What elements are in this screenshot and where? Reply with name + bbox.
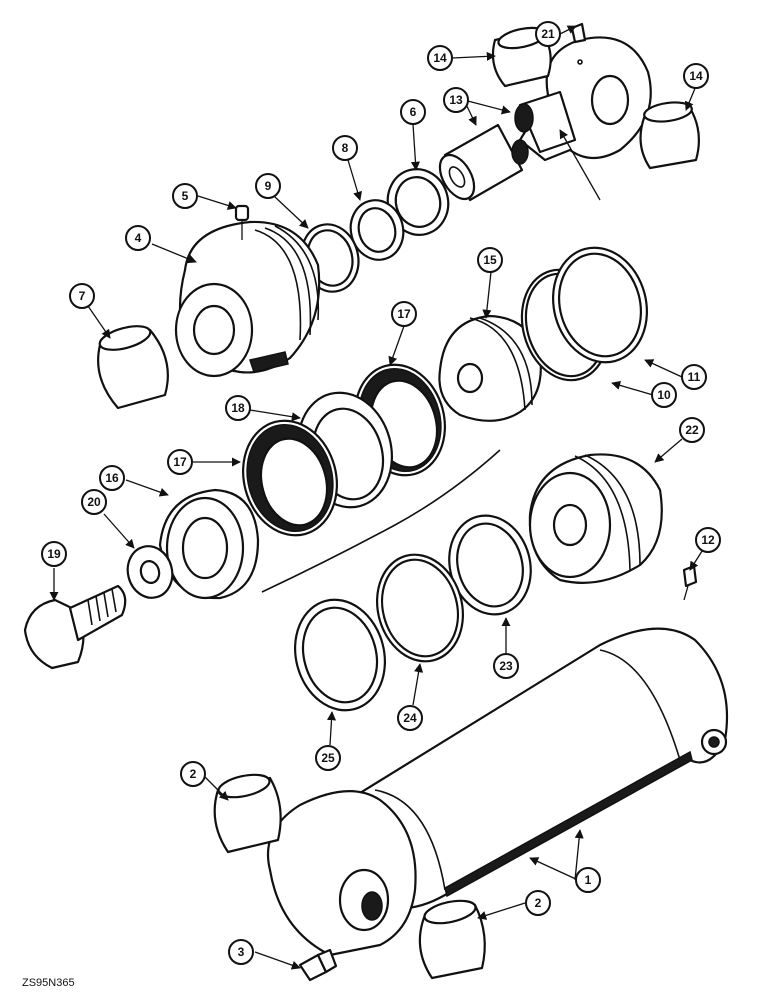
svg-text:2: 2 xyxy=(190,767,197,781)
callout-20: 20 xyxy=(81,489,107,515)
callout-16: 16 xyxy=(99,465,125,491)
svg-text:5: 5 xyxy=(182,189,189,203)
group-bracket xyxy=(261,449,501,593)
callout-13: 13 xyxy=(443,87,469,113)
callout-1: 1 xyxy=(575,867,601,893)
callout-25: 25 xyxy=(315,745,341,771)
svg-text:14: 14 xyxy=(689,69,703,83)
callout-4: 4 xyxy=(125,225,151,251)
svg-text:17: 17 xyxy=(397,307,411,321)
piston-16 xyxy=(158,488,260,600)
washer-20 xyxy=(126,545,174,599)
svg-text:2: 2 xyxy=(535,896,542,910)
svg-text:12: 12 xyxy=(701,533,715,547)
seal-17-lower xyxy=(242,419,338,537)
svg-text:9: 9 xyxy=(265,179,272,193)
grease-fitting-12 xyxy=(682,564,698,601)
bushing-14-right xyxy=(639,101,701,170)
svg-text:17: 17 xyxy=(173,455,187,469)
svg-text:6: 6 xyxy=(410,105,417,119)
callout-23: 23 xyxy=(493,653,519,679)
callout-7: 7 xyxy=(69,283,95,309)
svg-text:16: 16 xyxy=(105,471,119,485)
callout-9: 9 xyxy=(255,173,281,199)
callout-6: 6 xyxy=(400,99,426,125)
svg-text:22: 22 xyxy=(685,423,699,437)
callout-21: 21 xyxy=(535,21,561,47)
callout-19: 19 xyxy=(41,541,67,567)
callout-24: 24 xyxy=(397,705,423,731)
leader-lines xyxy=(49,25,705,970)
svg-text:21: 21 xyxy=(541,27,555,41)
seal-6 xyxy=(386,168,450,236)
svg-text:20: 20 xyxy=(87,495,101,509)
callout-3: 3 xyxy=(228,939,254,965)
pin-5 xyxy=(234,204,250,240)
bushing-13-tube xyxy=(438,123,529,202)
callout-14-left: 14 xyxy=(427,45,453,71)
svg-text:19: 19 xyxy=(47,547,61,561)
wiper-7 xyxy=(97,325,169,410)
fitting-3 xyxy=(298,948,338,982)
callout-2-lower: 2 xyxy=(525,890,551,916)
callout-5: 5 xyxy=(172,183,198,209)
callout-22: 22 xyxy=(679,417,705,443)
seal-8 xyxy=(349,199,405,261)
callout-18: 18 xyxy=(225,395,251,421)
svg-text:24: 24 xyxy=(403,711,417,725)
svg-text:11: 11 xyxy=(688,370,701,384)
callout-14-right: 14 xyxy=(683,63,709,89)
svg-text:1: 1 xyxy=(585,873,592,887)
callout-17-upper: 17 xyxy=(391,301,417,327)
bolt-19 xyxy=(23,584,127,670)
callout-10: 10 xyxy=(651,382,677,408)
svg-text:8: 8 xyxy=(342,141,349,155)
svg-text:14: 14 xyxy=(433,51,447,65)
svg-text:25: 25 xyxy=(321,751,335,765)
gland-4 xyxy=(174,220,321,378)
callout-8: 8 xyxy=(332,135,358,161)
svg-text:23: 23 xyxy=(499,659,513,673)
callout-15: 15 xyxy=(477,247,503,273)
ring-25 xyxy=(293,598,387,712)
bushing-2-lower xyxy=(418,899,486,980)
callout-2-upper: 2 xyxy=(180,761,206,787)
svg-text:10: 10 xyxy=(657,388,671,402)
svg-text:3: 3 xyxy=(238,945,245,959)
svg-text:15: 15 xyxy=(483,253,497,267)
svg-text:4: 4 xyxy=(135,231,142,245)
ring-11 xyxy=(552,246,648,364)
svg-text:7: 7 xyxy=(79,289,86,303)
piston-15 xyxy=(438,314,542,422)
callout-17-lower: 17 xyxy=(167,449,193,475)
ring-24 xyxy=(375,553,465,663)
svg-text:13: 13 xyxy=(449,93,463,107)
svg-text:18: 18 xyxy=(231,401,245,415)
bushing-2-upper xyxy=(213,773,282,854)
callout-12: 12 xyxy=(695,527,721,553)
callout-11: 11 xyxy=(681,364,707,390)
figure-code: ZS95N365 xyxy=(22,977,75,989)
piston-22 xyxy=(528,453,663,584)
rod-end-eye xyxy=(514,22,652,162)
cylinder-barrel-1 xyxy=(266,627,729,957)
